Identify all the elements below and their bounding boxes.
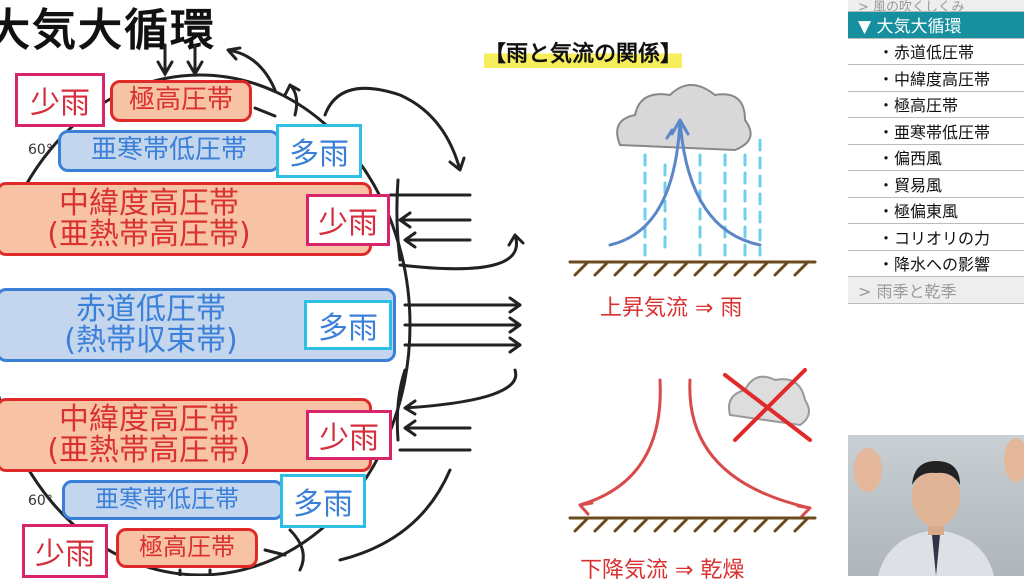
chapter-next[interactable]: > 雨季と乾季 bbox=[848, 277, 1024, 304]
chapter-item[interactable]: ・中緯度高圧帯 bbox=[848, 65, 1024, 92]
chapter-item[interactable]: ・亜寒帯低圧帯 bbox=[848, 118, 1024, 145]
circulation-arrows bbox=[0, 43, 525, 576]
lat-60-bottom: 60° bbox=[28, 493, 53, 509]
chapter-item[interactable]: ・偏西風 bbox=[848, 145, 1024, 171]
airflow-illustration bbox=[568, 84, 817, 533]
band-alias: (熱帯収束帯) bbox=[64, 323, 238, 358]
band-alias: (亜熱帯高圧帯) bbox=[47, 433, 251, 468]
relation-heading: 【雨と気流の関係】 bbox=[484, 36, 683, 68]
polar-high-top: 極高圧帯 bbox=[110, 80, 252, 122]
chapter-item[interactable]: ・赤道低圧帯 bbox=[848, 39, 1024, 65]
chapter-active[interactable]: ▼ 大気大循環 bbox=[848, 12, 1024, 39]
updraft-arrow bbox=[608, 118, 762, 247]
band-name: 中緯度高圧帯 bbox=[59, 185, 239, 221]
ground-top bbox=[568, 260, 817, 277]
chapter-sidebar: > 風の吹くしくみ ▼ 大気大循環 ・赤道低圧帯 ・中緯度高圧帯 ・極高圧帯 ・… bbox=[848, 0, 1024, 306]
chapter-item[interactable]: ・降水への影響 bbox=[848, 251, 1024, 277]
much-rain-label: 多雨 bbox=[304, 300, 392, 350]
page-title: 大気大循環 bbox=[0, 5, 216, 56]
updraft-label: 上昇気流 ⇒ 雨 bbox=[600, 296, 743, 321]
much-rain-label: 多雨 bbox=[280, 474, 366, 528]
subpolar-low-top: 亜寒帯低圧帯 bbox=[58, 130, 280, 172]
much-rain-label: 多雨 bbox=[276, 124, 362, 178]
little-rain-label: 少雨 bbox=[306, 410, 392, 460]
cloud-icon bbox=[616, 84, 752, 152]
chapter-item[interactable]: ・極高圧帯 bbox=[848, 92, 1024, 118]
presenter-silhouette bbox=[854, 438, 1024, 576]
lat-60-top: 60° bbox=[28, 142, 53, 158]
chapter-item[interactable]: ・極偏東風 bbox=[848, 198, 1024, 224]
little-rain-label: 少雨 bbox=[306, 194, 390, 246]
chapter-item[interactable]: ・コリオリの力 bbox=[848, 224, 1024, 251]
little-rain-label: 少雨 bbox=[22, 524, 108, 578]
band-name: 赤道低圧帯 bbox=[76, 291, 226, 327]
subpolar-low-bottom: 亜寒帯低圧帯 bbox=[62, 480, 284, 520]
ground-bottom bbox=[568, 516, 817, 533]
little-rain-label: 少雨 bbox=[15, 73, 105, 127]
band-name: 中緯度高圧帯 bbox=[59, 401, 239, 437]
downdraft-arrow bbox=[578, 378, 812, 518]
downdraft-label: 下降気流 ⇒ 乾燥 bbox=[580, 558, 745, 583]
presenter-video bbox=[848, 435, 1024, 576]
rain-dashes bbox=[643, 138, 762, 257]
crossed-cloud-icon bbox=[723, 368, 812, 442]
band-alias: (亜熱帯高圧帯) bbox=[47, 217, 251, 252]
chapter-prev[interactable]: > 風の吹くしくみ bbox=[848, 0, 1024, 12]
chapter-item[interactable]: ・貿易風 bbox=[848, 171, 1024, 198]
polar-high-bottom: 極高圧帯 bbox=[116, 528, 258, 568]
